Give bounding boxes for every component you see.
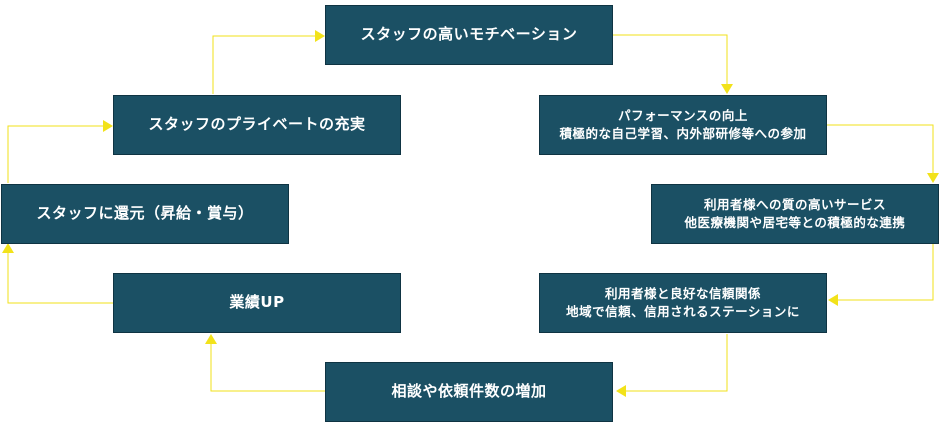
node-label: スタッフの高いモチベーション bbox=[360, 25, 578, 44]
node-trust-relationship: 利用者様と良好な信頼関係 地域で信頼、信用されるステーションに bbox=[539, 273, 827, 333]
node-line-2: 地域で信頼、信用されるステーションに bbox=[566, 304, 800, 319]
node-label: 業績UP bbox=[229, 293, 285, 312]
arrow-private-to-top bbox=[212, 35, 320, 94]
node-line-2: 他医療機関や居宅等との積極的な連携 bbox=[684, 215, 906, 230]
node-line-1: 利用者様への質の高いサービス bbox=[703, 196, 886, 212]
node-staff-private-life: スタッフのプライベートの充実 bbox=[113, 95, 401, 155]
node-high-motivation: スタッフの高いモチベーション bbox=[325, 5, 613, 65]
arrowhead-down bbox=[721, 84, 733, 94]
node-label: 相談や依頼件数の増加 bbox=[391, 382, 547, 401]
node-label: スタッフに還元（昇給・賞与） bbox=[36, 204, 254, 223]
arrowhead-left bbox=[616, 385, 626, 397]
node-line-1: パフォーマンスの向上 bbox=[618, 107, 748, 123]
node-label: スタッフのプライベートの充実 bbox=[148, 115, 366, 134]
node-line-1: 利用者様と良好な信頼関係 bbox=[604, 285, 761, 301]
arrowhead-right bbox=[103, 120, 113, 132]
arrow-performance-to-service bbox=[827, 124, 934, 179]
node-line-2: 積極的な自己学習、内外部研修等への参加 bbox=[559, 126, 807, 141]
arrowhead-down bbox=[927, 173, 939, 183]
arrowhead-right bbox=[315, 30, 325, 42]
arrow-trust-to-consult bbox=[620, 334, 728, 392]
arrowhead-up bbox=[2, 243, 14, 253]
arrow-consult-to-results bbox=[210, 338, 325, 392]
arrow-top-to-performance bbox=[613, 34, 728, 90]
node-results-up: 業績UP bbox=[113, 273, 401, 333]
arrow-results-to-reward bbox=[7, 247, 113, 304]
node-quality-service: 利用者様への質の高いサービス 他医療機関や居宅等との積極的な連携 bbox=[651, 184, 939, 244]
node-consultation-increase: 相談や依頼件数の増加 bbox=[325, 362, 613, 422]
arrowhead-left bbox=[828, 294, 838, 306]
node-performance-up: パフォーマンスの向上 積極的な自己学習、内外部研修等への参加 bbox=[539, 95, 827, 155]
arrowhead-up bbox=[205, 334, 217, 344]
arrow-reward-to-private bbox=[7, 125, 108, 183]
node-staff-reward: スタッフに還元（昇給・賞与） bbox=[1, 184, 289, 244]
arrow-service-to-trust bbox=[832, 243, 934, 301]
